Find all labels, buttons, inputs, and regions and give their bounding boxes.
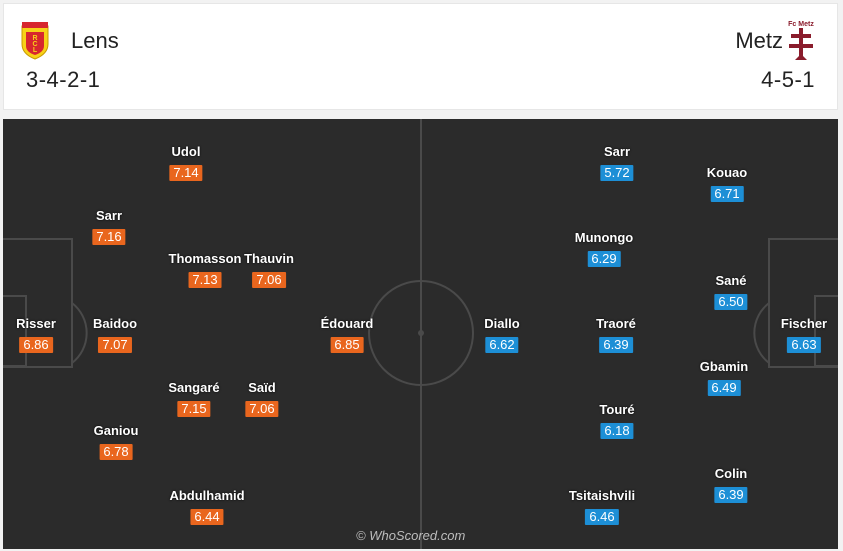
player-ganiou[interactable]: Ganiou 6.78 [93, 423, 139, 461]
player-baidoo[interactable]: Baidoo 7.07 [93, 316, 137, 354]
home-formation: 3-4-2-1 [26, 67, 101, 92]
pitch-lines [3, 119, 838, 549]
player-sane[interactable]: Sané 6.50 [714, 273, 748, 311]
player-name: Munongo [574, 230, 634, 245]
player-rating: 7.15 [177, 401, 211, 417]
player-udol[interactable]: Udol 7.14 [169, 144, 203, 182]
player-rating: 6.29 [587, 251, 621, 267]
svg-text:Fc Metz: Fc Metz [788, 21, 814, 28]
player-kouao[interactable]: Kouao 6.71 [707, 165, 747, 203]
player-name: Kouao [706, 165, 748, 180]
player-rating: 7.07 [98, 337, 132, 353]
player-tsitaishvili[interactable]: Tsitaishvili 6.46 [569, 488, 635, 526]
metz-crest-icon: Fc Metz [784, 18, 818, 67]
player-name: Colin [714, 466, 748, 481]
lens-crest-icon: R C L [20, 20, 50, 65]
player-name: Baidoo [92, 316, 138, 331]
player-name: Touré [599, 402, 635, 417]
player-rating: 6.44 [190, 509, 224, 525]
player-rating: 7.16 [92, 229, 126, 245]
player-rating: 6.86 [19, 337, 53, 353]
player-traore[interactable]: Traoré 6.39 [596, 316, 636, 354]
player-edouard[interactable]: Édouard 6.85 [320, 316, 374, 354]
player-sangare[interactable]: Sangaré 7.15 [168, 380, 220, 418]
player-name: Thomasson [168, 251, 242, 266]
player-rating: 6.63 [787, 337, 821, 353]
player-name: Tsitaishvili [568, 488, 636, 503]
away-formation: 4-5-1 [761, 67, 815, 92]
svg-text:R: R [32, 35, 37, 42]
player-rating: 5.72 [600, 165, 634, 181]
player-name: Udol [171, 144, 201, 159]
player-rating: 6.78 [99, 444, 133, 460]
player-rating: 6.62 [485, 337, 519, 353]
player-fischer[interactable]: Fischer 6.63 [781, 316, 827, 354]
player-gbamin[interactable]: Gbamin 6.49 [700, 359, 748, 397]
player-name: Gbamin [699, 359, 749, 374]
player-sarr-lens[interactable]: Sarr 7.16 [92, 208, 126, 246]
player-name: Édouard [320, 316, 374, 331]
watermark: © WhoScored.com [356, 528, 466, 543]
player-rating: 6.46 [585, 509, 619, 525]
svg-text:C: C [32, 41, 37, 48]
svg-text:L: L [33, 47, 38, 54]
player-rating: 6.18 [600, 423, 634, 439]
player-name: Traoré [596, 316, 636, 331]
player-rating: 6.49 [707, 380, 741, 396]
player-name: Sangaré [168, 380, 220, 395]
away-team-name: Metz [735, 28, 783, 53]
player-rating: 7.13 [188, 272, 222, 288]
player-abdulhamid[interactable]: Abdulhamid 6.44 [169, 488, 245, 526]
player-name: Saïd [248, 380, 276, 395]
match-header: R C L Lens 3-4-2-1 Metz Fc Metz 4-5-1 [3, 3, 838, 110]
player-name: Sarr [603, 144, 631, 159]
player-diallo[interactable]: Diallo 6.62 [484, 316, 520, 354]
player-name: Sané [715, 273, 747, 288]
player-rating: 6.50 [714, 294, 748, 310]
player-toure[interactable]: Touré 6.18 [599, 402, 635, 440]
player-name: Fischer [780, 316, 828, 331]
home-team-name: Lens [71, 28, 119, 53]
player-rating: 6.39 [599, 337, 633, 353]
player-name: Ganiou [93, 423, 139, 438]
player-name: Risser [16, 316, 56, 331]
player-name: Sarr [95, 208, 123, 223]
player-thomasson[interactable]: Thomasson 7.13 [168, 251, 242, 289]
player-rating: 6.85 [330, 337, 364, 353]
player-rating: 7.14 [169, 165, 203, 181]
pitch: Udol 7.14 Sarr 7.16 Thomasson 7.13 Thauv… [3, 119, 838, 549]
player-colin[interactable]: Colin 6.39 [714, 466, 748, 504]
player-said[interactable]: Saïd 7.06 [245, 380, 279, 418]
player-name: Diallo [484, 316, 520, 331]
player-risser[interactable]: Risser 6.86 [16, 316, 56, 354]
player-sarr-metz[interactable]: Sarr 5.72 [600, 144, 634, 182]
player-name: Abdulhamid [169, 488, 245, 503]
player-rating: 7.06 [252, 272, 286, 288]
player-munongo[interactable]: Munongo 6.29 [575, 230, 633, 268]
player-rating: 6.71 [710, 186, 744, 202]
player-rating: 6.39 [714, 487, 748, 503]
player-thauvin[interactable]: Thauvin 7.06 [244, 251, 294, 289]
player-name: Thauvin [244, 251, 294, 266]
player-rating: 7.06 [245, 401, 279, 417]
